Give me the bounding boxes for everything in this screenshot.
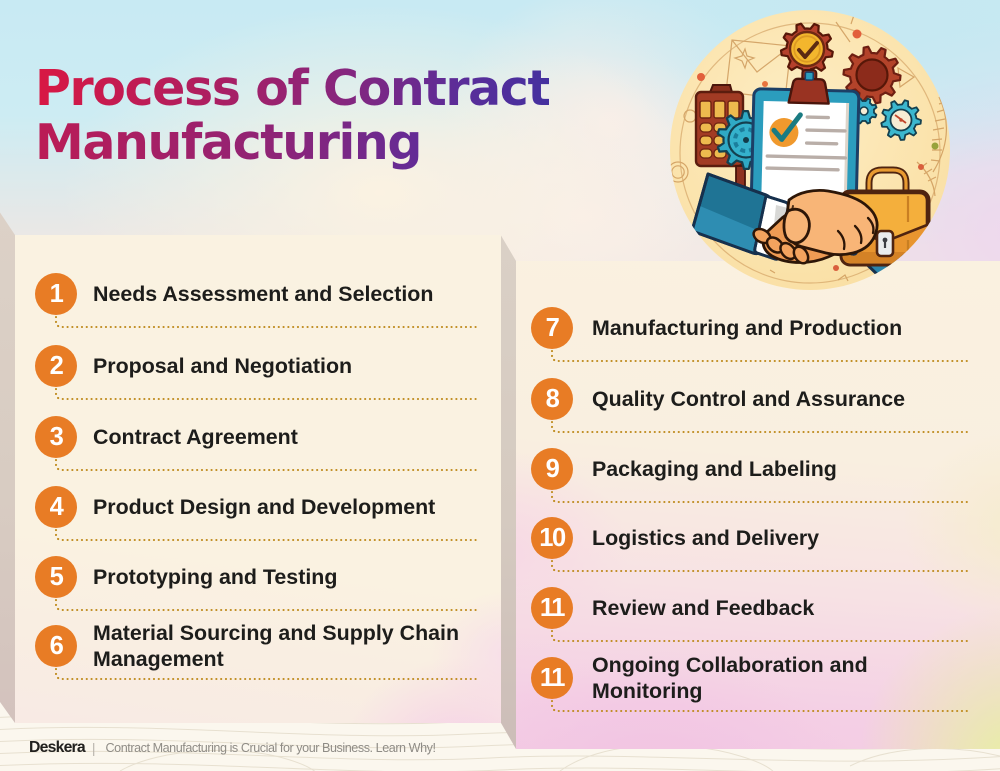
step-label: Prototyping and Testing bbox=[93, 565, 338, 589]
page-title-line1: Process of Contract bbox=[35, 60, 551, 117]
footer-divider: | bbox=[91, 740, 96, 756]
dotted-connector bbox=[550, 420, 972, 434]
step-number-badge: 10 bbox=[531, 517, 573, 559]
step-label: Product Design and Development bbox=[93, 495, 436, 519]
dotted-connector bbox=[54, 387, 478, 401]
right-panel-edge bbox=[501, 235, 516, 749]
step-number-badge: 1 bbox=[35, 273, 77, 315]
right-panel bbox=[516, 261, 1000, 749]
left-panel bbox=[15, 235, 501, 723]
step-number-badge: 11 bbox=[531, 587, 573, 629]
step-label: Review and Feedback bbox=[592, 596, 815, 620]
dotted-connector bbox=[550, 490, 972, 504]
step-number-badge: 8 bbox=[531, 378, 573, 420]
step-label: Logistics and Delivery bbox=[592, 526, 820, 550]
step-number-badge: 9 bbox=[531, 448, 573, 490]
page-title: Process of Contract Manufacturing bbox=[35, 60, 551, 170]
handshake-icon bbox=[752, 189, 879, 265]
left-panel-edge bbox=[0, 212, 15, 723]
step-label: Proposal and Negotiation bbox=[93, 354, 353, 378]
step-number-badge: 4 bbox=[35, 486, 77, 528]
dotted-connector bbox=[54, 528, 478, 542]
step-label: Material Sourcing and Supply Chain Manag… bbox=[93, 621, 460, 671]
dotted-connector bbox=[550, 559, 972, 573]
step-label: Contract Agreement bbox=[93, 425, 298, 449]
footer: Deskera | Contract Manufacturing is Cruc… bbox=[29, 739, 436, 757]
step-number-badge: 2 bbox=[35, 345, 77, 387]
step-number-badge: 6 bbox=[35, 625, 77, 667]
step-number-badge: 5 bbox=[35, 556, 77, 598]
step-label: Quality Control and Assurance bbox=[592, 387, 905, 411]
step-label: Ongoing Collaboration and Monitoring bbox=[592, 653, 868, 703]
footer-tagline: Contract Manufacturing is Crucial for yo… bbox=[105, 741, 436, 755]
brand-logo: Deskera bbox=[29, 739, 86, 756]
dotted-connector bbox=[54, 667, 478, 681]
step-label: Needs Assessment and Selection bbox=[93, 282, 434, 306]
dotted-connector bbox=[54, 458, 478, 472]
dotted-connector bbox=[54, 598, 478, 612]
step-number-badge: 11 bbox=[531, 657, 573, 699]
step-number-badge: 7 bbox=[531, 307, 573, 349]
step-label: Manufacturing and Production bbox=[592, 316, 903, 340]
step-label: Packaging and Labeling bbox=[592, 457, 837, 481]
dotted-connector bbox=[550, 629, 972, 643]
dotted-connector bbox=[550, 699, 972, 713]
step-number-badge: 3 bbox=[35, 416, 77, 458]
handshake-illustration bbox=[670, 10, 950, 290]
dotted-connector bbox=[54, 315, 478, 329]
page-title-line2: Manufacturing bbox=[35, 116, 549, 170]
dotted-connector bbox=[550, 349, 972, 363]
